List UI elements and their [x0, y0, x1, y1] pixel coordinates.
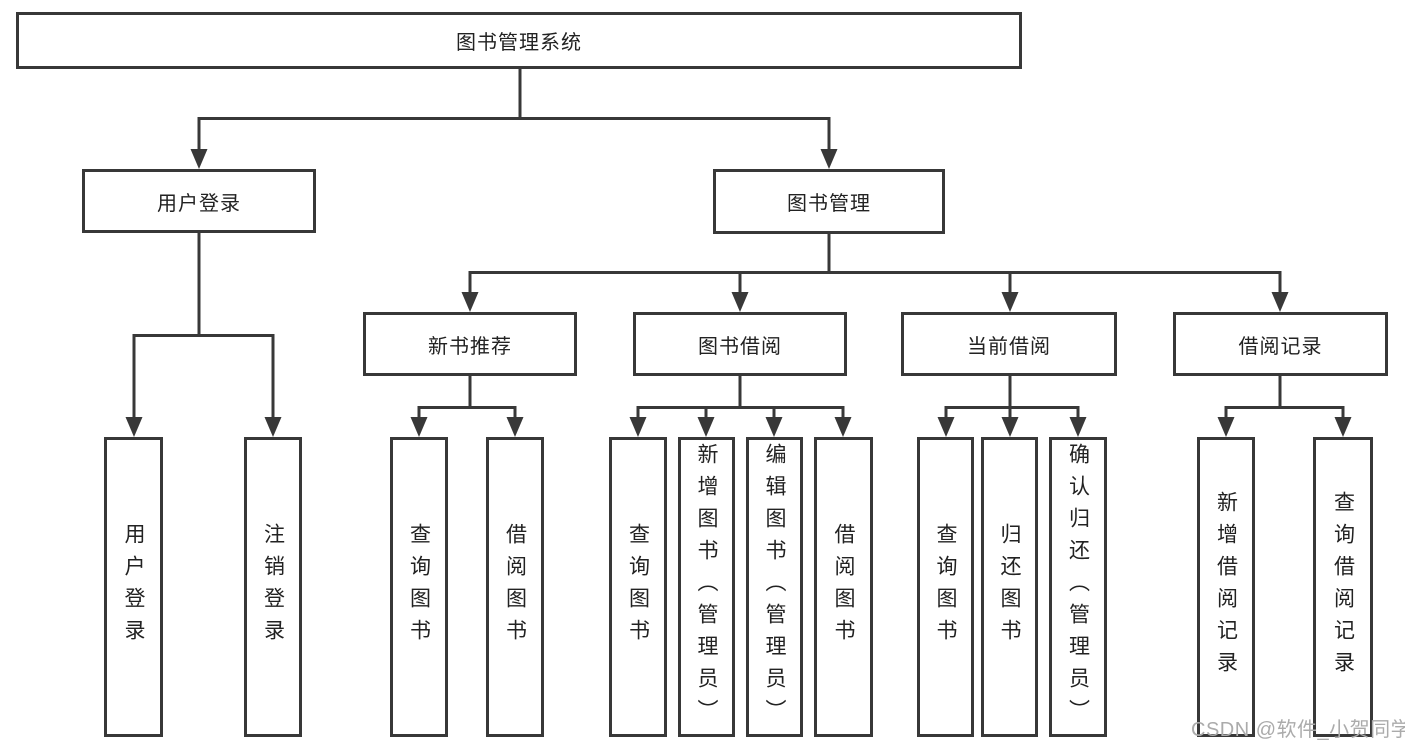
leaf-query-book-recommend-label: 查询图书 [407, 523, 431, 651]
leaf-query-book-recommend: 查询图书 [390, 437, 448, 737]
node-borrow-record: 借阅记录 [1173, 312, 1388, 376]
leaf-query-book-current: 查询图书 [917, 437, 974, 737]
leaf-return-book-label: 归还图书 [998, 523, 1021, 651]
leaf-query-borrow-record-label: 查询借阅记录 [1331, 491, 1355, 683]
leaf-borrow-book-recommend-label: 借阅图书 [503, 523, 527, 651]
node-user-login-label: 用户登录 [157, 192, 241, 215]
leaf-user-login-label: 用户登录 [122, 523, 145, 651]
node-root-label: 图书管理系统 [456, 32, 582, 54]
leaf-query-book-label: 查询图书 [626, 523, 650, 651]
arrowheads [125, 149, 1352, 437]
node-current-borrow-label: 当前借阅 [967, 335, 1051, 358]
node-book-borrow: 图书借阅 [633, 312, 847, 376]
node-book-borrow-label: 图书借阅 [698, 335, 782, 358]
node-root: 图书管理系统 [16, 12, 1022, 69]
node-new-book-recommend: 新书推荐 [363, 312, 577, 376]
node-new-book-recommend-label: 新书推荐 [428, 335, 512, 358]
leaf-edit-book-admin-label: 编辑图书（管理员） [763, 443, 786, 731]
leaf-logout: 注销登录 [244, 437, 302, 737]
leaf-borrow-book-recommend: 借阅图书 [486, 437, 544, 737]
leaf-add-borrow-record: 新增借阅记录 [1197, 437, 1255, 737]
leaf-add-borrow-record-label: 新增借阅记录 [1214, 491, 1238, 683]
leaf-edit-book-admin: 编辑图书（管理员） [746, 437, 803, 737]
leaf-borrow-book-label: 借阅图书 [832, 523, 855, 651]
leaf-confirm-return-admin-label: 确认归还（管理员） [1066, 443, 1090, 731]
node-current-borrow: 当前借阅 [901, 312, 1117, 376]
leaf-return-book: 归还图书 [981, 437, 1038, 737]
leaf-logout-label: 注销登录 [261, 523, 285, 651]
leaf-user-login: 用户登录 [104, 437, 163, 737]
leaf-add-book-admin-label: 新增图书（管理员） [695, 443, 718, 731]
node-book-management-label: 图书管理 [787, 193, 871, 215]
node-borrow-record-label: 借阅记录 [1238, 335, 1323, 358]
leaf-confirm-return-admin: 确认归还（管理员） [1049, 437, 1107, 737]
leaf-add-book-admin: 新增图书（管理员） [678, 437, 735, 737]
node-book-management: 图书管理 [713, 169, 945, 234]
leaf-query-borrow-record: 查询借阅记录 [1313, 437, 1373, 737]
node-user-login: 用户登录 [82, 169, 316, 233]
watermark: CSDN @软件_小贺同学 [1191, 719, 1405, 741]
leaf-query-book-current-label: 查询图书 [934, 523, 957, 651]
leaf-borrow-book: 借阅图书 [814, 437, 873, 737]
leaf-query-book: 查询图书 [609, 437, 667, 737]
